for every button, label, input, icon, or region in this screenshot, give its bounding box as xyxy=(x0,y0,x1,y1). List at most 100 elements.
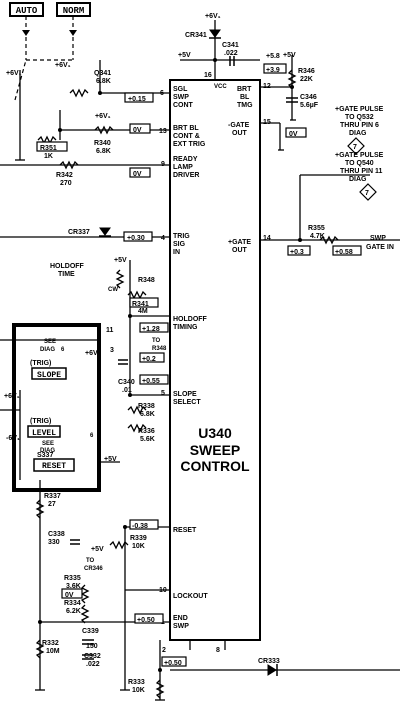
svg-text:+6V₁: +6V₁ xyxy=(95,113,111,120)
level-button[interactable]: LEVEL xyxy=(27,425,61,438)
svg-text:7: 7 xyxy=(365,190,369,197)
svg-text:DRIVER: DRIVER xyxy=(173,172,199,179)
svg-text:SEE: SEE xyxy=(44,339,56,345)
svg-text:BRT BL: BRT BL xyxy=(173,125,199,132)
r332-value: 10M xyxy=(46,648,60,655)
r337-value: 27 xyxy=(48,501,56,508)
r346-label: R346 xyxy=(298,68,315,75)
r333-label: R333 xyxy=(128,679,145,686)
svg-text:SGL: SGL xyxy=(173,86,188,93)
svg-text:-6V₁: -6V₁ xyxy=(6,435,20,442)
svg-text:+GATE PULSE: +GATE PULSE xyxy=(335,152,384,159)
svg-text:BRT: BRT xyxy=(237,86,252,93)
svg-text:+5V: +5V xyxy=(283,52,296,59)
r346-value: 22K xyxy=(300,76,313,83)
r338-value: 6.8K xyxy=(140,411,155,418)
svg-text:RESET: RESET xyxy=(173,527,197,534)
svg-text:DIAG: DIAG xyxy=(349,130,367,137)
svg-text:+5V: +5V xyxy=(178,52,191,59)
r341-label: R341 xyxy=(132,301,149,308)
r351-label: R351 xyxy=(40,145,57,152)
svg-text:TMG: TMG xyxy=(237,102,253,109)
svg-text:OUT: OUT xyxy=(232,247,248,254)
pin-trig-sig-in: TRIG SIG IN 4 xyxy=(161,233,190,256)
norm-button[interactable]: NORM xyxy=(56,2,91,17)
voltage-badges: +0.15 0V 0V +0.30 +3.9 0V +0.3 +0.58 +1.… xyxy=(61,63,362,667)
cr337-label: CR337 xyxy=(68,229,90,236)
svg-text:SWP: SWP xyxy=(370,235,386,242)
svg-text:5: 5 xyxy=(161,390,165,397)
r338-label: R338 xyxy=(138,403,155,410)
svg-text:+6V₁: +6V₁ xyxy=(85,350,101,357)
svg-text:0V: 0V xyxy=(289,131,298,138)
pin-gate-out-pos: +GATE OUT 14 xyxy=(228,235,271,254)
r340-value: 6.8K xyxy=(96,148,111,155)
svg-text:SEE: SEE xyxy=(42,441,54,447)
svg-text:+0.3: +0.3 xyxy=(290,249,304,256)
svg-text:CONT: CONT xyxy=(173,102,194,109)
svg-text:IN: IN xyxy=(173,249,180,256)
pin-holdoff-timing: HOLDOFF TIMING xyxy=(173,316,208,331)
svg-text:+5V: +5V xyxy=(104,456,117,463)
wires-left xyxy=(0,60,400,700)
svg-text:-GATE: -GATE xyxy=(228,122,250,129)
svg-text:8: 8 xyxy=(216,647,220,654)
cr333-label: CR333 xyxy=(258,658,280,665)
pin-reset: RESET xyxy=(173,527,197,534)
svg-text:CONT &: CONT & xyxy=(173,133,200,140)
reset-button[interactable]: RESET xyxy=(33,458,75,472)
svg-text:0V: 0V xyxy=(133,127,142,134)
svg-text:+6V₁: +6V₁ xyxy=(205,13,221,20)
pin-slope-select: SLOPE SELECT 5 xyxy=(161,390,201,406)
svg-text:+5V: +5V xyxy=(114,257,127,264)
svg-text:+GATE PULSE: +GATE PULSE xyxy=(335,106,384,113)
svg-text:TO Q540: TO Q540 xyxy=(345,160,374,167)
c332-label: C332 xyxy=(84,653,101,660)
c332-value: .022 xyxy=(86,661,100,668)
r332-label: R332 xyxy=(42,640,59,647)
svg-text:TO Q532: TO Q532 xyxy=(345,114,374,121)
svg-text:3: 3 xyxy=(110,347,114,354)
svg-text:6: 6 xyxy=(90,433,94,439)
svg-text:14: 14 xyxy=(263,235,271,242)
c339-value: 150 xyxy=(86,643,98,650)
ic-name: U340 xyxy=(198,425,232,441)
svg-text:+6V₁: +6V₁ xyxy=(4,393,20,400)
svg-text:S337: S337 xyxy=(37,452,53,459)
svg-text:HOLDOFF: HOLDOFF xyxy=(50,263,85,270)
annotation-labels: +GATE PULSE TO Q532 THRU PIN 6 DIAG 7 +G… xyxy=(50,53,394,654)
svg-text:CW: CW xyxy=(108,287,118,293)
r342-value: 270 xyxy=(60,180,72,187)
svg-text:+6V₁: +6V₁ xyxy=(55,62,71,69)
svg-text:SWP: SWP xyxy=(173,94,189,101)
diode-symbols xyxy=(99,29,278,676)
r334-value: 6.2K xyxy=(66,608,81,615)
svg-text:-0.38: -0.38 xyxy=(132,523,148,530)
svg-text:OUT: OUT xyxy=(232,130,248,137)
svg-text:SWP: SWP xyxy=(173,623,189,630)
c338-value: 330 xyxy=(48,539,60,546)
r337-label: R337 xyxy=(44,493,61,500)
svg-text:EXT TRIG: EXT TRIG xyxy=(173,141,206,148)
diag-7b-marker xyxy=(359,183,377,201)
ic-title: SWEEP xyxy=(190,442,241,458)
r335-label: R335 xyxy=(64,575,81,582)
r355-label: R355 xyxy=(308,225,325,232)
svg-text:DIAG: DIAG xyxy=(349,176,367,183)
pin-brt-bl-cont: BRT BL CONT & EXT TRIG 13 xyxy=(159,125,206,148)
svg-text:6: 6 xyxy=(61,347,65,353)
r342-label: R342 xyxy=(56,172,73,179)
r335-value: 3.6K xyxy=(66,583,81,590)
svg-text:R348: R348 xyxy=(152,346,167,352)
cr341-label: CR341 xyxy=(185,32,207,39)
svg-text:GATE IN: GATE IN xyxy=(366,244,394,251)
slope-button[interactable]: SLOPE xyxy=(31,367,67,380)
auto-button[interactable]: AUTO xyxy=(9,2,44,17)
svg-text:TO: TO xyxy=(152,338,161,344)
svg-text:BL: BL xyxy=(240,94,250,101)
ic-vcc-label: VCC xyxy=(214,84,227,90)
c346-label: C346 xyxy=(300,94,317,101)
svg-text:TRIG: TRIG xyxy=(173,233,190,240)
r341-value: 4M xyxy=(138,308,148,315)
